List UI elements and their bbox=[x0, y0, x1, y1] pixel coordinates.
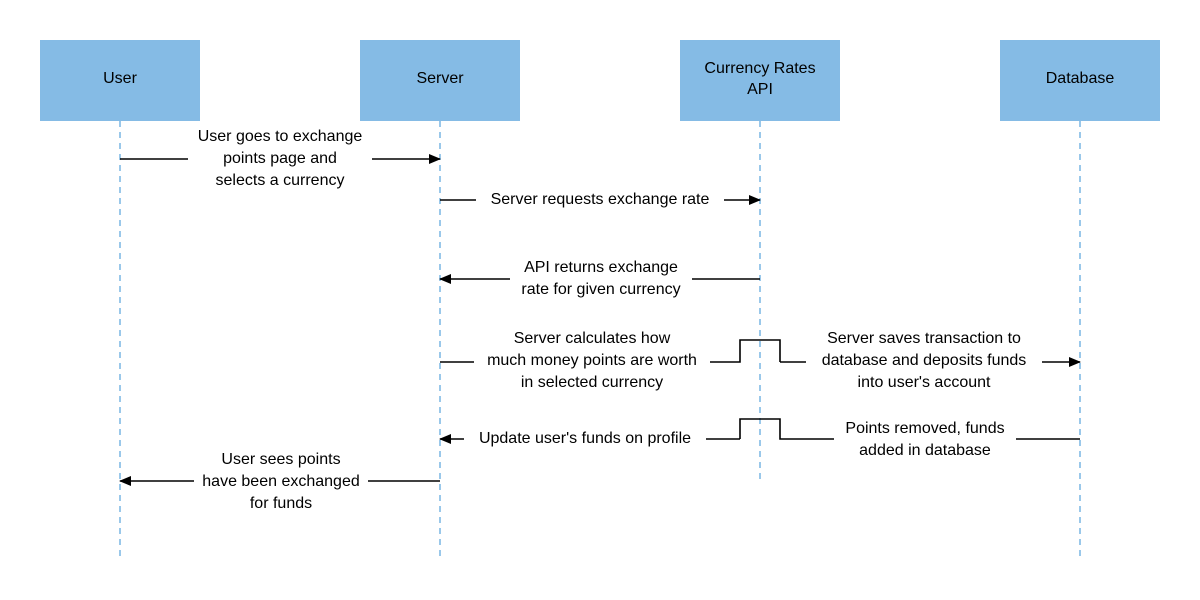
message-label: much money points are worth bbox=[487, 352, 697, 369]
message-label: added in database bbox=[859, 442, 991, 459]
message-label: Points removed, funds bbox=[845, 420, 1004, 437]
message-label: rate for given currency bbox=[521, 281, 680, 298]
actor-label: Currency Rates bbox=[704, 60, 815, 77]
actor-label: Server bbox=[416, 70, 464, 87]
message-request-rate: Server requests exchange rate bbox=[440, 188, 761, 210]
label-background bbox=[510, 256, 692, 300]
message-label: User sees points bbox=[221, 451, 340, 468]
message-label: User goes to exchange bbox=[198, 128, 363, 145]
message-label: database and deposits funds bbox=[822, 352, 1027, 369]
actor-label: API bbox=[747, 81, 773, 98]
message-exchange-page: User goes to exchange points page and se… bbox=[120, 124, 441, 192]
message-return-rate: API returns exchange rate for given curr… bbox=[439, 256, 760, 300]
message-label: have been exchanged bbox=[202, 473, 359, 490]
message-label: in selected currency bbox=[521, 374, 663, 391]
label-background bbox=[464, 427, 706, 449]
actor-database: Database bbox=[1000, 40, 1160, 121]
label-background bbox=[806, 327, 1042, 393]
message-user-sees: User sees points have been exchanged for… bbox=[119, 447, 440, 513]
message-label: Update user's funds on profile bbox=[479, 430, 691, 447]
label-background bbox=[188, 124, 372, 192]
actor-user: User bbox=[40, 40, 200, 121]
actor-box bbox=[1000, 40, 1160, 121]
message-points-removed: Points removed, funds added in database bbox=[739, 416, 1080, 460]
actor-label: Database bbox=[1046, 70, 1115, 87]
message-label: points page and bbox=[223, 150, 337, 167]
label-background bbox=[194, 447, 368, 513]
actor-box bbox=[40, 40, 200, 121]
message-label: Server saves transaction to bbox=[827, 330, 1021, 347]
label-background bbox=[476, 188, 724, 210]
actor-box bbox=[360, 40, 520, 121]
message-label: selects a currency bbox=[216, 172, 345, 189]
actor-box bbox=[680, 40, 840, 121]
actor-currency-rates-api: Currency Rates API bbox=[680, 40, 840, 121]
actor-server: Server bbox=[360, 40, 520, 121]
message-calculate: Server calculates how much money points … bbox=[440, 327, 781, 393]
lifelines bbox=[119, 121, 1081, 560]
message-label: Server requests exchange rate bbox=[491, 191, 710, 208]
message-label: into user's account bbox=[858, 374, 991, 391]
message-save-transaction: Server saves transaction to database and… bbox=[780, 327, 1081, 393]
message-update-funds: Update user's funds on profile bbox=[439, 427, 740, 449]
message-label: for funds bbox=[250, 495, 312, 512]
actor-label: User bbox=[103, 70, 137, 87]
label-background bbox=[834, 416, 1016, 460]
label-background bbox=[474, 327, 710, 393]
message-label: API returns exchange bbox=[524, 259, 678, 276]
message-label: Server calculates how bbox=[514, 330, 671, 347]
